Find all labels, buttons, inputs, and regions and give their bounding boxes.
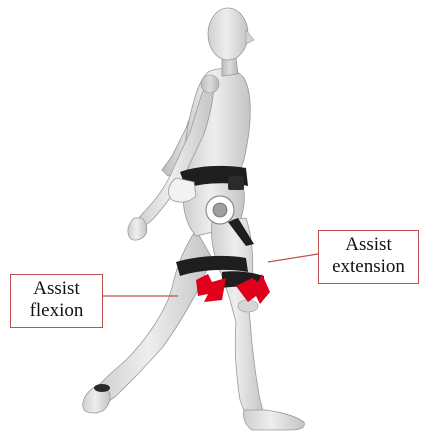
assist-flexion-line2: flexion xyxy=(11,300,102,322)
assist-flexion-label: Assist flexion xyxy=(10,274,103,328)
mannequin-front-leg xyxy=(211,218,304,430)
assist-extension-line2: extension xyxy=(319,256,418,278)
mannequin-head xyxy=(208,8,254,60)
assist-extension-line1: Assist xyxy=(319,234,418,256)
assist-extension-label: Assist extension xyxy=(318,230,419,284)
assist-flexion-line1: Assist xyxy=(11,278,102,300)
assist-flexion-arrow xyxy=(196,274,226,302)
